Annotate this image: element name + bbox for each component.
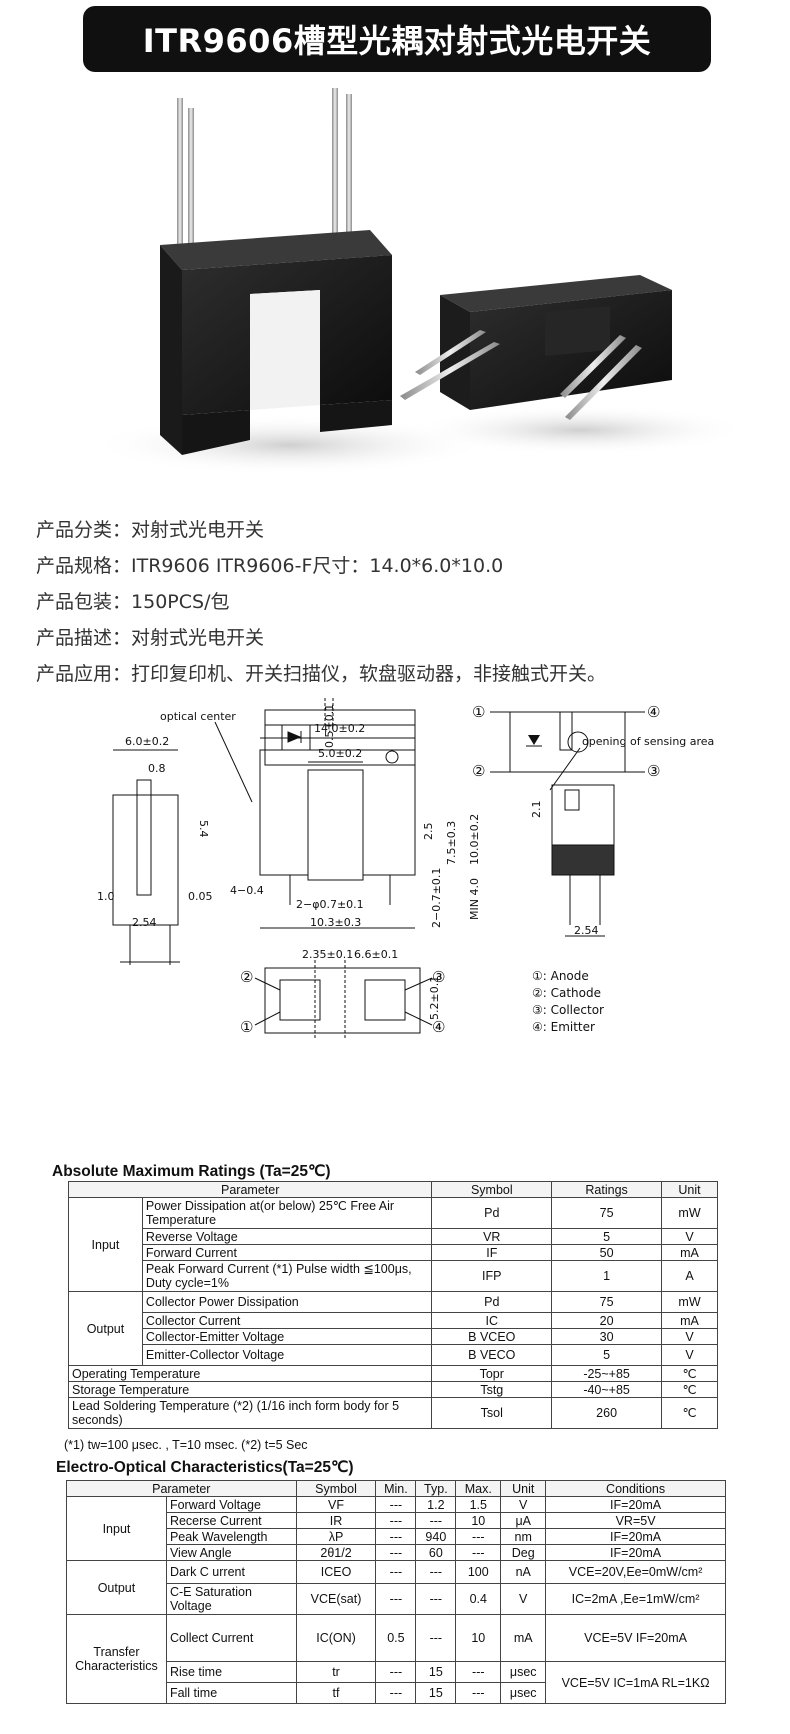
table-row: Storage Temperature Tstg -40~+85 ℃	[67, 1381, 718, 1398]
legend-collector: ③: Collector	[532, 1003, 604, 1017]
spec-category: 产品分类：对射式光电开关	[36, 519, 265, 541]
bottom-pin-4: ④	[432, 1018, 445, 1036]
dim-0-5: 0.5±0.1	[323, 704, 336, 748]
legend-cathode: ②: Cathode	[532, 986, 601, 1000]
abs-max-title: Absolute Maximum Ratings (Ta=25℃)	[52, 1163, 331, 1180]
dim-0-8: 0.8	[148, 762, 166, 775]
abs-footnote: (*1) tw=100 μsec. , T=10 msec. (*2) t=5 …	[64, 1438, 308, 1452]
dim-2-5: 2.5	[422, 823, 435, 841]
table-row: Forward Current IF 50 mA	[69, 1244, 718, 1261]
table-row: Transfer Characteristics Collect Current…	[66, 1614, 726, 1704]
dim-2-54b: 2.54	[574, 924, 599, 937]
spec-packaging: 产品包装：150PCS/包	[36, 591, 230, 613]
spec-model: 产品规格：ITR9606 ITR9606-F尺寸：14.0*6.0*10.0	[36, 555, 504, 577]
table-row: Peak Forward Current (*1) Pulse width ≦1…	[69, 1260, 718, 1292]
eo-group-input: Input	[66, 1496, 167, 1561]
abs-group-input: Input	[68, 1197, 143, 1292]
circuit-pin-4: ④	[647, 703, 660, 721]
eo-group-transfer: Transfer Characteristics	[66, 1614, 167, 1704]
dim-2-07b: 2−0.7±0.1	[430, 868, 443, 928]
page-title: ITR9606槽型光耦对射式光电开关	[142, 22, 652, 60]
legend-anode: ①: Anode	[532, 969, 589, 983]
dim-2-35: 2.35±0.1	[302, 948, 353, 961]
dim-0-05: 0.05	[188, 890, 213, 903]
eo-table: Parameter Symbol Min. Typ. Max. Unit Con…	[66, 1480, 726, 1704]
abs-h-unit: Unit	[661, 1181, 718, 1198]
table-row: Lead Soldering Temperature (*2) (1/16 in…	[67, 1397, 718, 1429]
dim-6-6: 6.6±0.1	[354, 948, 398, 961]
dimension-drawing: 0.5±0.1 ① ② ④ ③ 6.0±0.2 0.8 5.4 1.0 0.05…	[97, 698, 714, 1040]
dim-5-2: 5.2±0.1	[428, 976, 441, 1020]
abs-h-ratings: Ratings	[551, 1181, 663, 1198]
table-row: Emitter-Collector Voltage B VECO 5 V	[69, 1344, 718, 1366]
product-specs: 产品分类：对射式光电开关 产品规格：ITR9606 ITR9606-F尺寸：14…	[36, 512, 606, 692]
bottom-view: 2.35±0.1 6.6±0.1 5.2±0.1 ② ① ③ ④	[240, 948, 445, 1040]
dim-pin: 2−φ0.7±0.1	[296, 898, 364, 911]
bottom-pin-3: ③	[432, 968, 445, 986]
dim-14-0: 14.0±0.2	[314, 722, 365, 735]
bottom-pin-2: ②	[240, 968, 253, 986]
dim-min-4: MIN 4.0	[468, 878, 481, 920]
spec-application: 产品应用：打印复印机、开关扫描仪，软盘驱动器，非接触式开关。	[36, 663, 607, 685]
circuit-pin-3: ③	[647, 762, 660, 780]
circuit-pin-1: ①	[472, 703, 485, 721]
rise-fall-conditions: VCE=5V IC=1mA RL=1KΩ	[545, 1661, 726, 1704]
abs-group-output: Output	[68, 1291, 143, 1366]
dim-2-1: 2.1	[530, 801, 543, 819]
table-row: Collector-Emitter Voltage B VCEO 30 V	[69, 1328, 718, 1345]
circuit-pin-2: ②	[472, 762, 485, 780]
dim-10-3: 10.3±0.3	[310, 916, 361, 929]
table-row: Collector Current IC 20 mA	[69, 1312, 718, 1329]
dim-5-0: 5.0±0.2	[318, 747, 362, 760]
legend-emitter: ④: Emitter	[532, 1020, 595, 1034]
front-view: optical center 14.0±0.2 5.0±0.2 2.5 7.5±…	[160, 710, 481, 929]
bottom-pin-1: ①	[240, 1018, 253, 1036]
dim-10-0: 10.0±0.2	[468, 814, 481, 865]
product-photo	[90, 88, 750, 475]
optical-center-label: optical center	[160, 710, 236, 723]
table-row: Output Collector Power Dissipation Pd 75…	[68, 1291, 718, 1366]
eo-title: Electro-Optical Characteristics(Ta=25℃)	[56, 1459, 354, 1476]
dim-2-54a: 2.54	[132, 916, 157, 929]
side-view-left: 6.0±0.2 0.8 5.4 1.0 0.05 2.54	[97, 735, 213, 965]
dim-5-4: 5.4	[197, 820, 210, 838]
spec-description: 产品描述：对射式光电开关	[36, 627, 265, 649]
abs-header-row: Parameter Symbol Ratings Unit	[67, 1181, 718, 1198]
dim-7-5: 7.5±0.3	[445, 821, 458, 865]
table-row: Input Power Dissipation at(or below) 25℃…	[68, 1197, 718, 1292]
dim-1-0: 1.0	[97, 890, 115, 903]
abs-h-symbol: Symbol	[431, 1181, 553, 1198]
dim-6-0: 6.0±0.2	[125, 735, 169, 748]
eo-header-row: Parameter Symbol Min. Typ. Max. Unit Con…	[66, 1480, 726, 1497]
circuit-schematic: ① ② ④ ③	[472, 703, 660, 780]
side-view-right: opening of sensing area 2.1 2.54	[530, 735, 714, 937]
abs-h-param: Parameter	[67, 1181, 433, 1198]
table-row: Reverse Voltage VR 5 V	[69, 1228, 718, 1245]
title-banner: ITR9606槽型光耦对射式光电开关	[83, 6, 711, 72]
abs-max-table: Parameter Symbol Ratings Unit Input Powe…	[67, 1181, 718, 1429]
dim-4-0-4: 4−0.4	[230, 884, 264, 897]
opening-label: opening of sensing area	[582, 735, 714, 748]
eo-group-output: Output	[66, 1560, 167, 1615]
pin-legend: ①: Anode ②: Cathode ③: Collector ④: Emit…	[532, 969, 604, 1034]
table-row: Operating Temperature Topr -25~+85 ℃	[67, 1365, 718, 1382]
